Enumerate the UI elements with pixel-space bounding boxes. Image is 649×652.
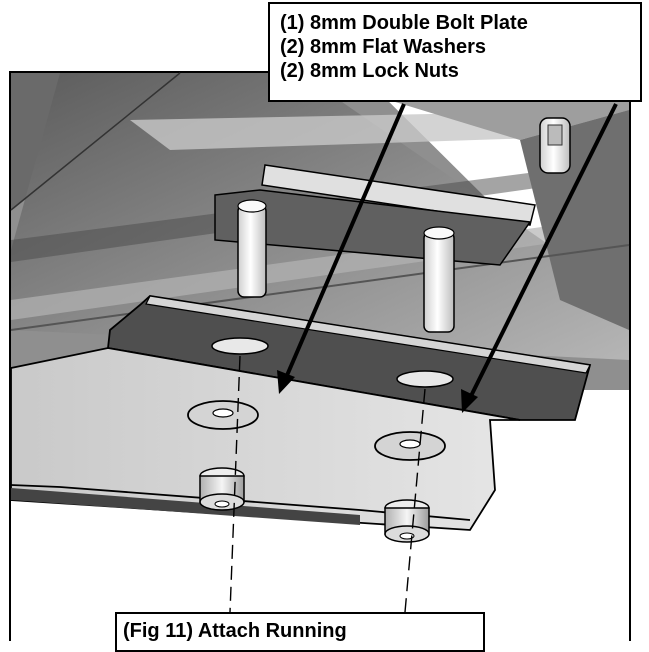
bolt-centerline: [229, 355, 241, 613]
parts-list-item: (2) 8mm Flat Washers: [280, 36, 486, 58]
figure-caption: (Fig 11) Attach Running: [115, 612, 485, 652]
parts-list-item: (1) 8mm Double Bolt Plate: [280, 12, 528, 34]
hex-lock-nut-icon: [199, 467, 245, 511]
pointer-arrow-icon: [277, 103, 406, 394]
bolt-icon: [539, 117, 571, 174]
parts-list-callout: (1) 8mm Double Bolt Plate (2) 8mm Flat W…: [268, 2, 642, 102]
flat-washer-icon: [187, 400, 259, 430]
bolt-centerline: [404, 388, 426, 613]
parts-list-item: (2) 8mm Lock Nuts: [280, 60, 459, 82]
double-bolt-plate: [107, 295, 592, 421]
bolt-shaft-icon: [423, 226, 455, 333]
hex-lock-nut-icon: [384, 499, 430, 543]
upper-bolt-plate: [261, 164, 536, 226]
pointer-arrow-icon: [461, 103, 618, 413]
bolt-shaft-icon: [237, 199, 267, 298]
flat-washer-icon: [374, 431, 446, 461]
